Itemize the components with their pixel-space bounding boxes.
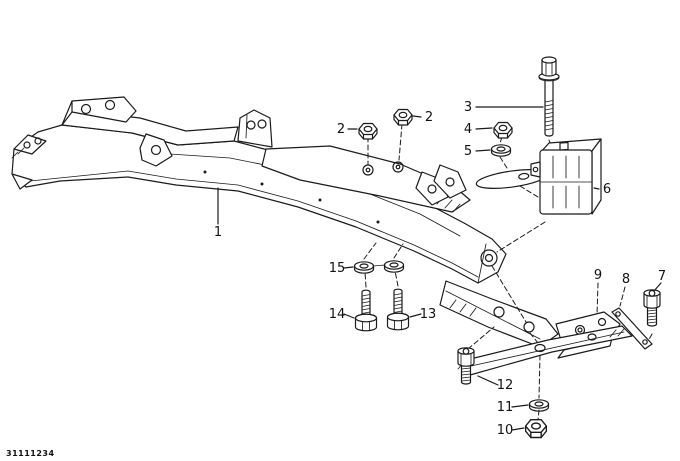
rubber-mount-6 [530, 138, 602, 215]
socket-screw-7 [643, 289, 661, 327]
hex-bolt-13 [386, 288, 410, 331]
washer-11 [528, 399, 550, 412]
hex-bolt-14 [354, 289, 378, 332]
callout-6[interactable]: 6 [603, 182, 611, 197]
assembly-lines [363, 123, 653, 421]
callout-1[interactable]: 1 [214, 225, 222, 240]
washer-15b [383, 260, 405, 273]
washer-15a [353, 261, 375, 274]
callouts: 1 2 2 3 4 5 6 7 8 9 10 11 12 13 14 15 [214, 100, 666, 438]
hex-nut-10 [524, 418, 548, 439]
callout-4[interactable]: 4 [464, 122, 472, 137]
leader-lines [217, 106, 662, 431]
shim-strip-8 [611, 307, 653, 350]
callout-9[interactable]: 9 [594, 268, 602, 283]
callout-2b[interactable]: 2 [425, 110, 433, 125]
callout-10[interactable]: 10 [497, 423, 514, 438]
callout-3[interactable]: 3 [464, 100, 472, 115]
callout-2a[interactable]: 2 [337, 122, 345, 137]
callout-12[interactable]: 12 [497, 378, 514, 393]
washer-link-line [372, 264, 386, 267]
callout-11[interactable]: 11 [497, 400, 514, 415]
callout-13[interactable]: 13 [420, 307, 437, 322]
callout-5[interactable]: 5 [464, 144, 472, 159]
crossmember-body [11, 96, 559, 348]
socket-screw-12 [457, 347, 475, 385]
hex-nut-4 [493, 121, 513, 139]
callout-8[interactable]: 8 [622, 272, 630, 287]
callout-7[interactable]: 7 [658, 269, 666, 284]
catalog-code: 31111234 [6, 449, 55, 458]
hex-nut-2-left [358, 122, 378, 140]
washer-5 [490, 144, 512, 157]
hex-nut-2-right [393, 108, 413, 126]
hex-bolt-3 [538, 56, 560, 137]
callout-15[interactable]: 15 [329, 261, 346, 276]
callout-14[interactable]: 14 [329, 307, 346, 322]
